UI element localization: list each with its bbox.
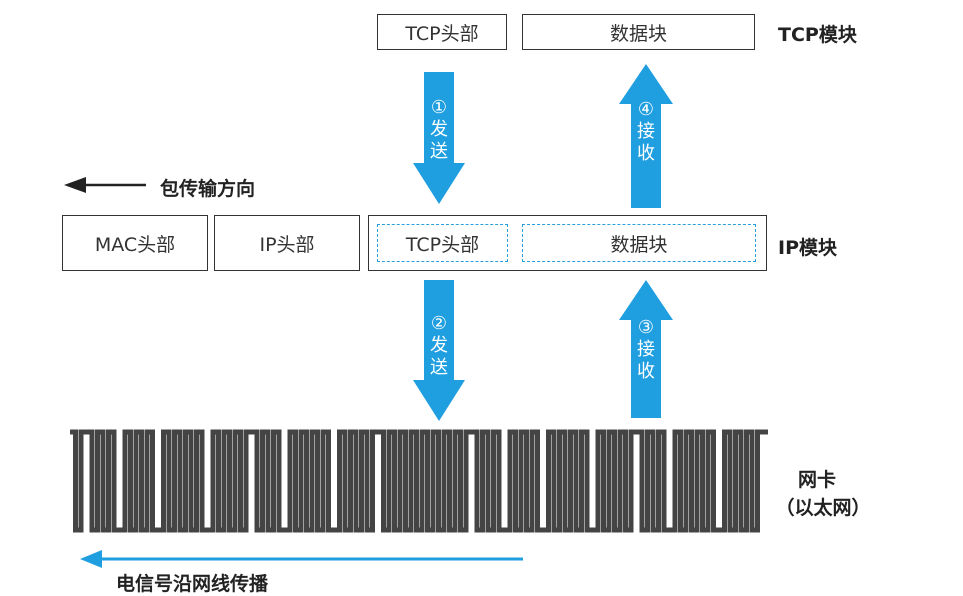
mac-header-box: MAC头部 xyxy=(62,215,208,271)
ip-payload-tcp-header-text: TCP头部 xyxy=(405,233,480,256)
step-3-char-2: 收 xyxy=(637,361,655,382)
step-3-text: ③ 接 收 xyxy=(631,317,661,383)
nic-label: 网卡 （以太网） xyxy=(775,466,878,522)
step-1-text: ① 发 送 xyxy=(424,97,454,163)
step-2-number: ② xyxy=(430,313,448,334)
step-1-number: ① xyxy=(430,97,448,118)
send-arrow-1 xyxy=(413,72,465,204)
signal-square-wave xyxy=(70,429,768,533)
ip-module-label: IP模块 xyxy=(778,237,837,259)
nic-label-line2: （以太网） xyxy=(775,497,871,519)
ip-header-text: IP头部 xyxy=(259,233,315,256)
mac-header-text: MAC头部 xyxy=(94,233,176,256)
send-arrow-2 xyxy=(413,280,465,421)
step-2-text: ② 发 送 xyxy=(424,313,454,379)
ip-header-box: IP头部 xyxy=(214,215,360,271)
tcp-module-data-text: 数据块 xyxy=(609,22,667,45)
packet-direction-arrow-head xyxy=(64,177,86,193)
tcp-module-header-text: TCP头部 xyxy=(405,22,479,45)
step-4-char-2: 收 xyxy=(637,143,655,164)
signal-direction-arrow-head xyxy=(80,550,102,568)
step-1-char-2: 送 xyxy=(430,141,448,162)
packet-direction-label: 包传输方向 xyxy=(160,178,256,200)
step-3-number: ③ xyxy=(637,317,655,338)
tcp-module-data-box: 数据块 xyxy=(522,14,755,50)
signal-direction-label: 电信号沿网线传播 xyxy=(116,573,269,595)
ip-payload-tcp-header: TCP头部 xyxy=(377,224,508,262)
step-4-number: ④ xyxy=(637,99,655,120)
step-2-char-2: 送 xyxy=(430,357,448,378)
nic-label-line1: 网卡 xyxy=(797,469,836,491)
step-2-char-1: 发 xyxy=(430,335,448,356)
tcp-module-label: TCP模块 xyxy=(778,24,857,46)
ip-payload-data-text: 数据块 xyxy=(610,233,668,256)
receive-arrow-4 xyxy=(619,64,673,208)
step-3-char-1: 接 xyxy=(637,339,655,360)
tcp-module-header-box: TCP头部 xyxy=(377,14,507,50)
ip-payload-data-block: 数据块 xyxy=(522,224,756,262)
step-1-char-1: 发 xyxy=(430,119,448,140)
step-4-char-1: 接 xyxy=(637,121,655,142)
receive-arrow-3 xyxy=(619,280,673,418)
step-4-text: ④ 接 收 xyxy=(631,99,661,165)
